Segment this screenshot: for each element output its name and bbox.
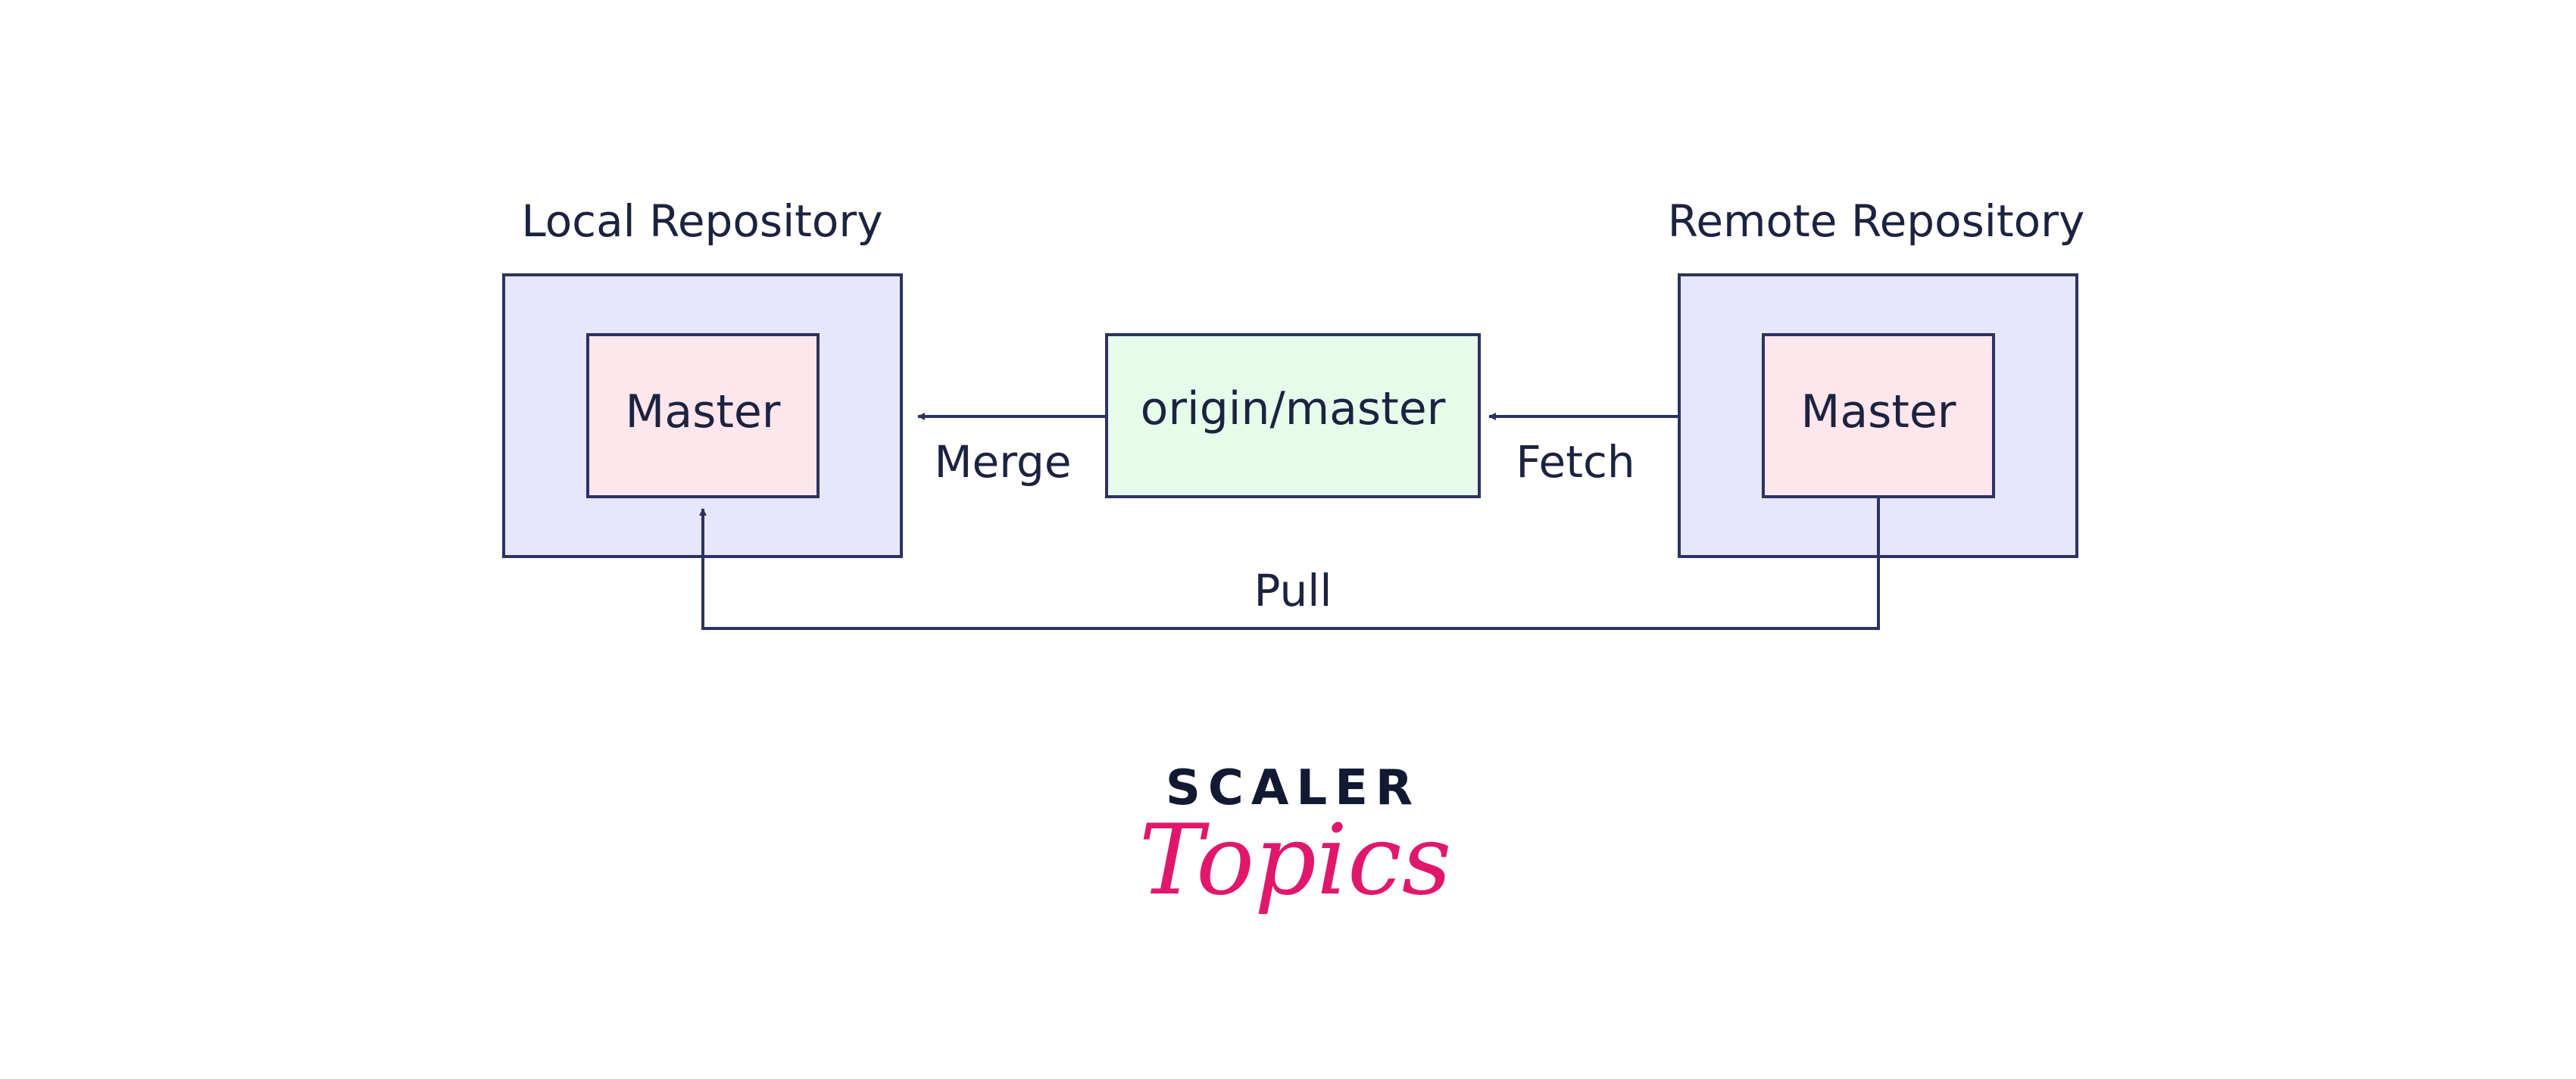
remote-repository-title: Remote Repository: [1668, 195, 2085, 247]
remote-master-label: Master: [1801, 385, 1956, 438]
scaler-topics-logo: SCALER Topics: [1139, 760, 1452, 917]
local-repository-title: Local Repository: [521, 195, 882, 247]
origin-master-label: origin/master: [1141, 382, 1446, 435]
logo-scaler-text: SCALER: [1166, 760, 1420, 816]
local-master-label: Master: [626, 385, 781, 438]
logo-topics-text: Topics: [1139, 804, 1452, 917]
origin-master-box: [1105, 333, 1481, 498]
pull-arrow: [699, 497, 1880, 630]
pull-label: Pull: [1254, 565, 1332, 616]
merge-label: Merge: [934, 436, 1071, 488]
local-master-box: [586, 333, 820, 498]
fetch-label: Fetch: [1516, 436, 1635, 488]
